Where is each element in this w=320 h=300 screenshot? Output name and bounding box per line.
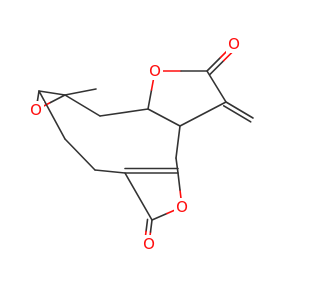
bottom-lactone-bond-1 bbox=[124, 172, 153, 221]
top-lactone-bond-1-a bbox=[147, 89, 153, 110]
exocyclic-methylene-bond bbox=[225, 101, 254, 119]
epoxide-cc-bond bbox=[38, 90, 66, 96]
top-lactone-carbonyl-oxygen-label: O bbox=[228, 35, 240, 53]
bottom-lactone-carbonyl-oxygen-label: O bbox=[143, 235, 155, 253]
bottom-lactone-carbonyl-bond-b bbox=[149, 219, 153, 233]
top-lactone-bond-3 bbox=[206, 70, 227, 103]
ring-bond-1 bbox=[38, 90, 66, 140]
bottom-lactone-bond-2-a bbox=[151, 212, 168, 221]
ring-bond-3 bbox=[94, 169, 126, 174]
top-carbonyl-oxygen-mask bbox=[226, 35, 242, 53]
bottom-lactone-bond-3-b bbox=[177, 172, 181, 191]
bottom-lactone-ring-oxygen-label: O bbox=[176, 198, 188, 216]
molecule-structure-diagram: O O O O O bbox=[28, 35, 254, 253]
ring-bond-6 bbox=[175, 125, 181, 159]
bottom-carbonyl-oxygen-mask bbox=[141, 235, 157, 253]
epoxide-oxygen-mask bbox=[28, 101, 44, 119]
atom-label-layer: O O O O O bbox=[28, 35, 242, 253]
top-lactone-ring-oxygen-label: O bbox=[149, 62, 161, 80]
ring-bond-5 bbox=[175, 157, 179, 174]
bottom-ring-oxygen-mask bbox=[174, 198, 190, 216]
epoxide-oc-bond-b-b bbox=[49, 94, 66, 104]
top-ring-oxygen-mask bbox=[147, 62, 163, 80]
ring-bond-8 bbox=[99, 108, 149, 117]
top-lactone-bond-4 bbox=[179, 101, 227, 127]
exocyclic-methylene-bond-second bbox=[222, 105, 252, 123]
top-lactone-carbonyl-bond-a bbox=[206, 56, 222, 72]
epoxide-oxygen-label: O bbox=[30, 101, 42, 119]
methyl-bond bbox=[64, 88, 97, 96]
top-lactone-carbonyl-bond-second-a bbox=[209, 59, 225, 75]
epoxide-oc-bond-a-b bbox=[36, 90, 40, 102]
ring-bond-7 bbox=[147, 108, 181, 127]
bottom-lactone-carbonyl-bond-second-a bbox=[145, 218, 149, 233]
ring-bond-9 bbox=[64, 94, 101, 117]
molecule-drawing: O O O O O bbox=[28, 35, 254, 253]
bond-layer bbox=[35, 43, 254, 245]
ring-bond-2 bbox=[64, 138, 96, 171]
